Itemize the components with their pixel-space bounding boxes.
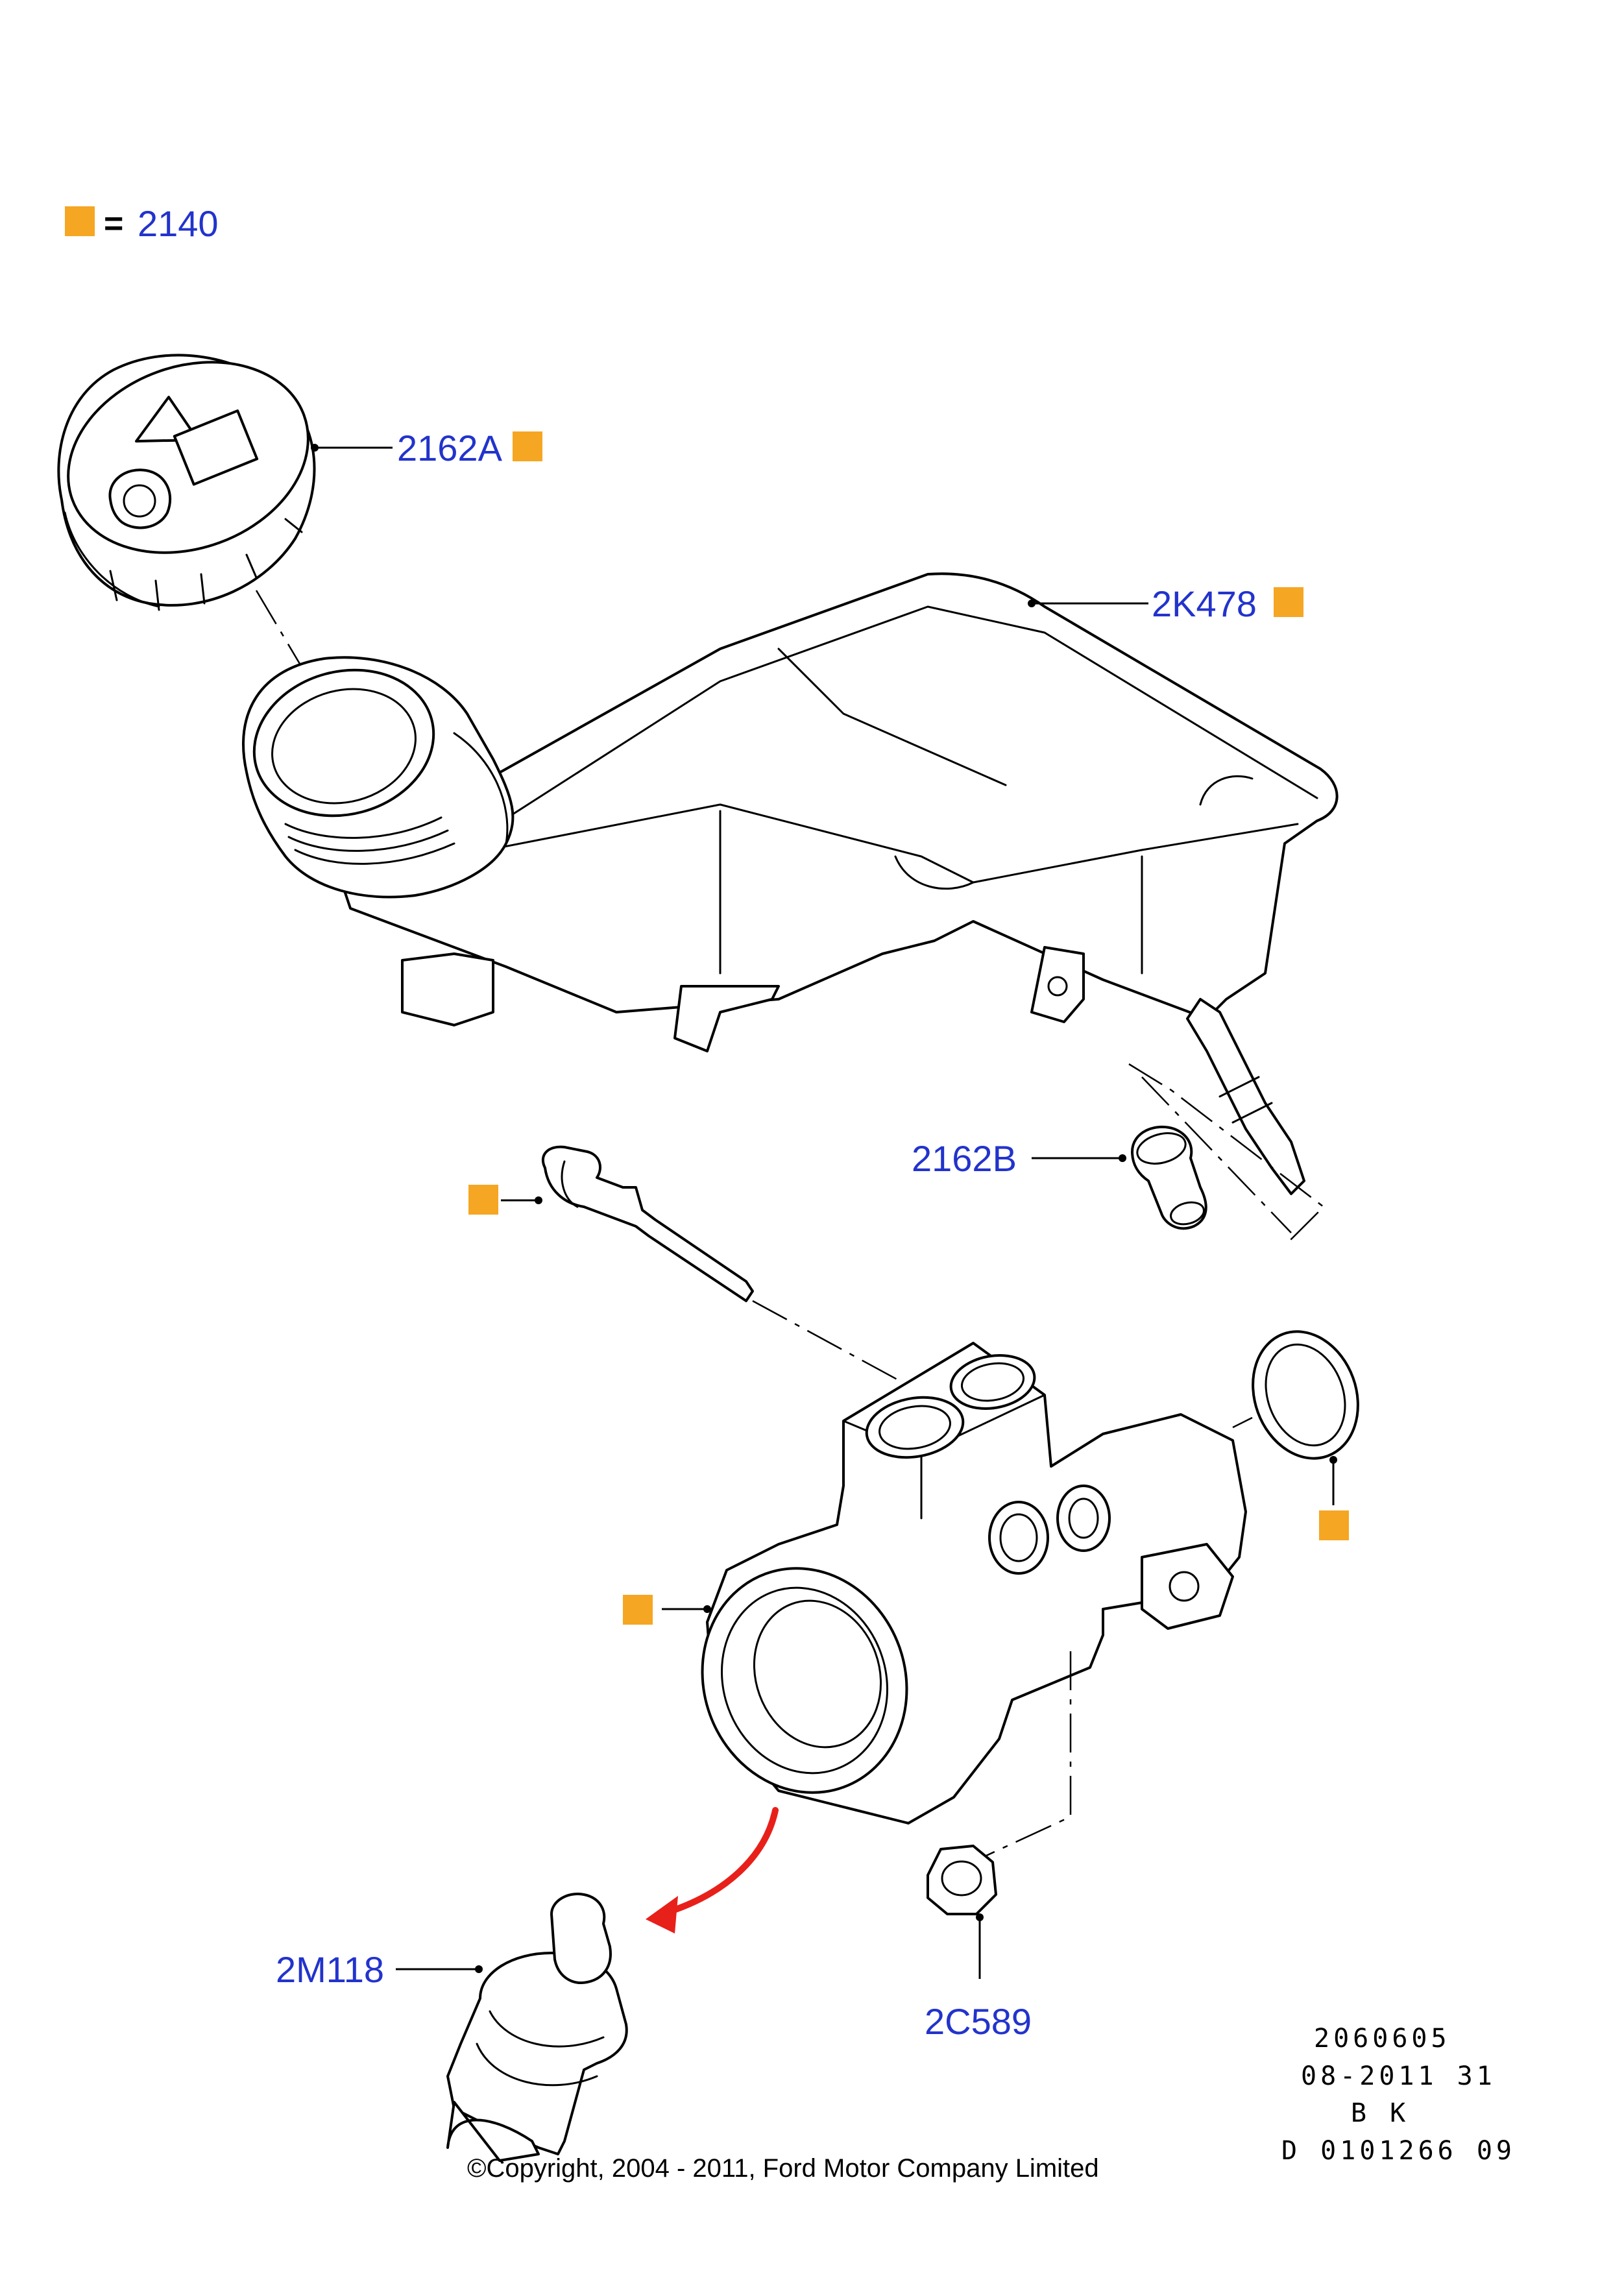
retaining-pin (501, 1145, 903, 1383)
reference-block: 2060605 08-2011 31 B K D 0101266 09 (1281, 2024, 1516, 2166)
seal-ring (1232, 1330, 1359, 1505)
legend-marker (65, 206, 95, 236)
reference-line-3: B K (1351, 2098, 1409, 2128)
reservoir-cap-label: 2162A (397, 428, 503, 468)
direction-arrow (646, 1807, 779, 1933)
seal-ring-marker (1319, 1510, 1349, 1540)
grommet (1032, 1063, 1325, 1246)
master-cylinder (662, 1342, 1247, 1857)
reservoir-marker (1274, 587, 1303, 617)
nut (927, 1845, 997, 1979)
copyright-notice: ©Copyright, 2004 - 2011, Ford Motor Comp… (467, 2154, 1099, 2183)
reference-line-4: D 0101266 09 (1281, 2136, 1516, 2166)
retaining-pin-marker (468, 1185, 498, 1215)
reservoir-label: 2K478 (1152, 583, 1257, 624)
reference-line-1: 2060605 (1314, 2024, 1451, 2054)
legend: = 2140 (65, 203, 219, 244)
reference-line-2: 08-2011 31 (1301, 2061, 1496, 2091)
reservoir-cap (57, 354, 393, 611)
reservoir-tank (242, 572, 1339, 1195)
pressure-switch (396, 1893, 628, 2162)
reservoir-cap-marker (513, 431, 542, 461)
legend-equals: = (104, 205, 123, 243)
grommet-label: 2162B (912, 1138, 1017, 1179)
legend-code: 2140 (138, 203, 219, 244)
nut-label: 2C589 (925, 2001, 1032, 2042)
master-cylinder-marker (623, 1595, 653, 1625)
pressure-switch-label: 2M118 (276, 1949, 384, 1990)
